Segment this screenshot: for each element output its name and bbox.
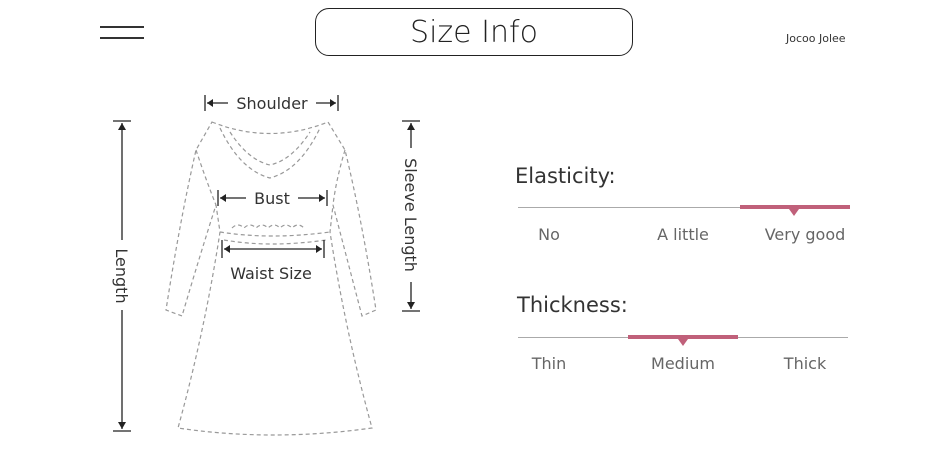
elasticity-title: Elasticity: [515,164,616,188]
thickness-marker-icon [678,339,688,346]
waist-size-label: Waist Size [230,264,312,283]
thickness-title: Thickness: [517,293,628,317]
sleeve-length-label: Sleeve Length [401,158,420,272]
thickness-option-thick: Thick [783,354,827,373]
hamburger-menu-icon[interactable] [100,26,144,40]
thickness-selected-bar [628,335,738,339]
elasticity-option-a-little: A little [657,225,709,244]
shoulder-label: Shoulder [236,94,308,113]
dress-diagram: Shoulder Bust Waist Size Length Sleeve L… [112,94,420,436]
elasticity-selected-bar [740,205,850,209]
thickness-option-medium: Medium [651,354,715,373]
brand-name: Jocoo Jolee [786,32,846,45]
elasticity-option-very-good: Very good [764,225,846,244]
page-title: Size Info [315,8,633,56]
elasticity-scale-line [518,207,850,208]
elasticity-marker-icon [789,209,799,216]
thickness-option-thin: Thin [531,354,567,373]
elasticity-option-no: No [538,225,560,244]
length-label: Length [112,248,131,303]
bust-label: Bust [254,189,290,208]
dress-outline [165,121,377,436]
